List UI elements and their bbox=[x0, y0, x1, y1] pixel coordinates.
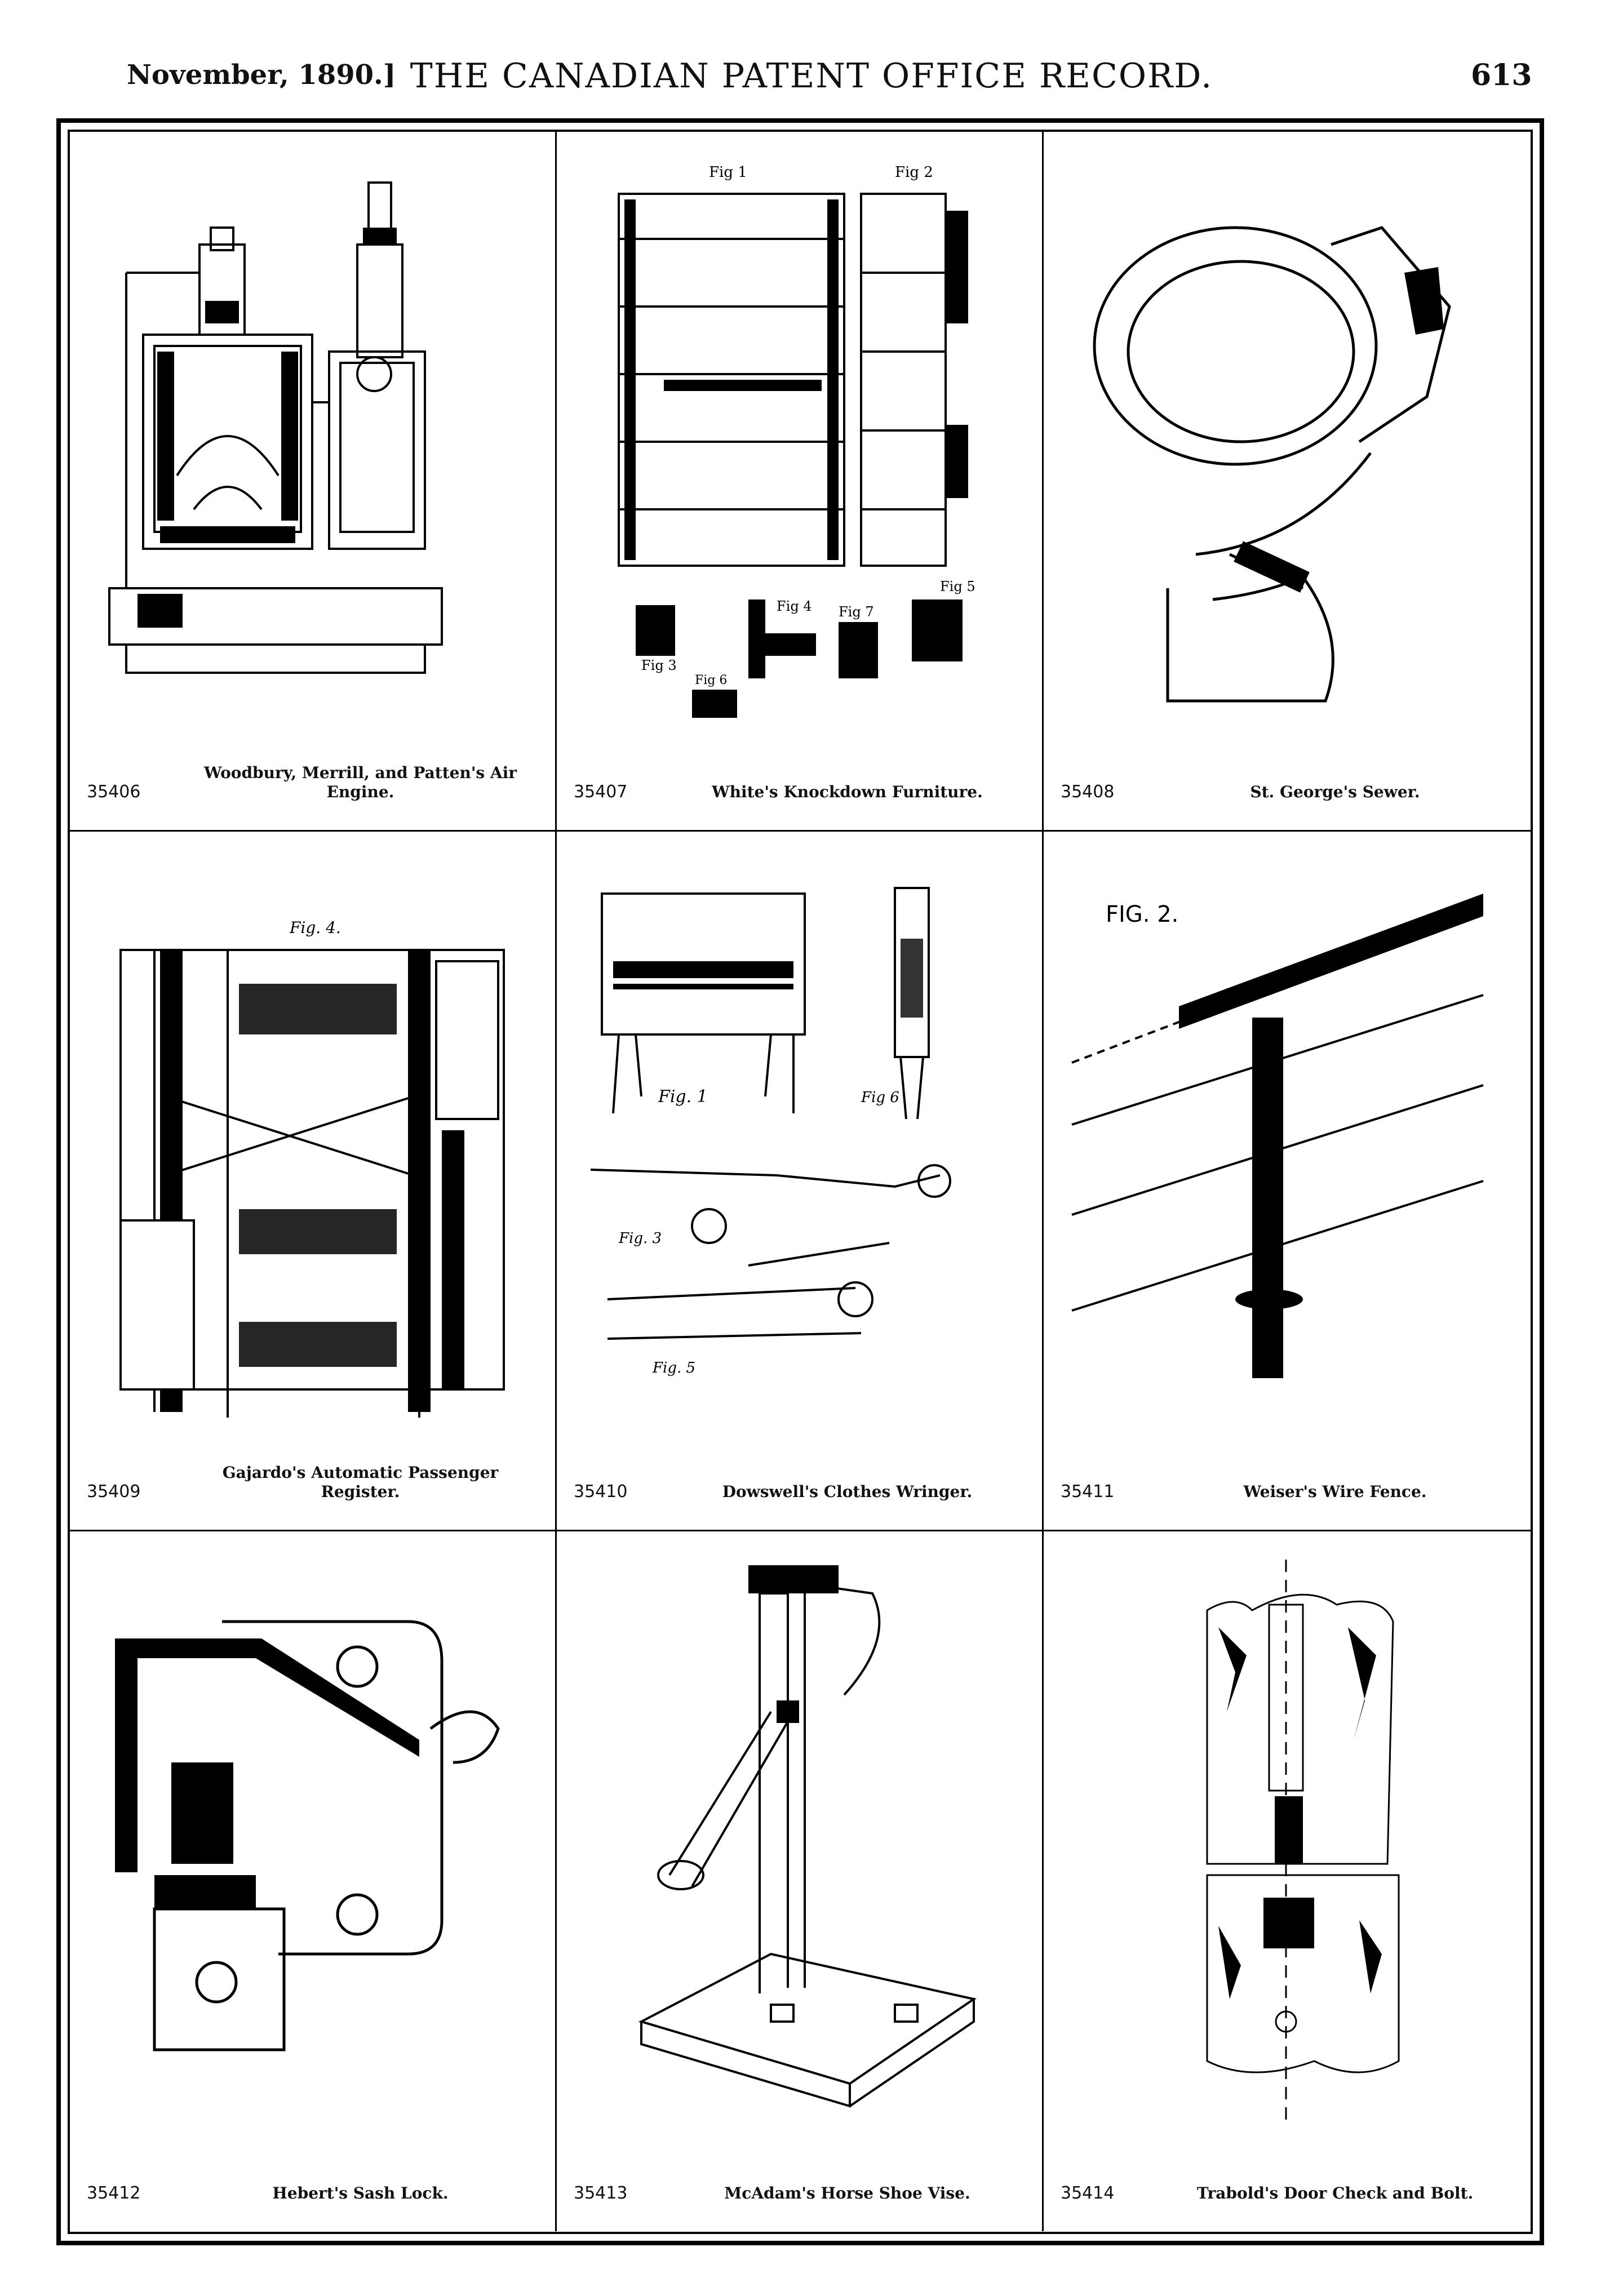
patent-number: 35411 bbox=[1061, 1482, 1115, 1502]
patent-number: 35409 bbox=[87, 1482, 141, 1502]
fig-label: Fig 3 bbox=[641, 658, 677, 673]
patent-title: White's Knockdown Furniture. bbox=[712, 783, 983, 801]
patent-title: Gajardo's Automatic Passenger Register. bbox=[222, 1463, 499, 1501]
air-engine-illustration bbox=[92, 160, 534, 723]
patent-number: 35407 bbox=[574, 782, 628, 802]
page-header: November, 1890.] THE CANADIAN PATENT OFF… bbox=[0, 54, 1623, 116]
door-check-illustration bbox=[1066, 1560, 1508, 2123]
fig-label: Fig 4 bbox=[777, 598, 812, 614]
outer-border bbox=[56, 118, 1544, 2245]
patent-number: 35406 bbox=[87, 782, 141, 802]
fig-label: Fig 6 bbox=[861, 1089, 899, 1106]
patent-caption: 35406 Woodbury, Merrill, and Patten's Ai… bbox=[87, 762, 538, 807]
patent-caption: 35413 McAdam's Horse Shoe Vise. bbox=[574, 2164, 1025, 2209]
fig-label: FIG. 2. bbox=[1106, 901, 1178, 927]
patent-cell-35414: 35414 Trabold's Door Check and Bolt. bbox=[1044, 1531, 1531, 2231]
patent-cell-35408: 35408 St. George's Sewer. bbox=[1044, 132, 1531, 832]
patent-title: Dowswell's Clothes Wringer. bbox=[722, 1482, 973, 1501]
page-number: 613 bbox=[1471, 58, 1532, 92]
patent-title: Woodbury, Merrill, and Patten's Air Engi… bbox=[203, 763, 517, 801]
wire-fence-illustration: FIG. 2. bbox=[1066, 860, 1508, 1423]
patent-title: Weiser's Wire Fence. bbox=[1243, 1482, 1427, 1501]
patent-title: Hebert's Sash Lock. bbox=[272, 2184, 449, 2202]
patent-caption: 35412 Hebert's Sash Lock. bbox=[87, 2164, 538, 2209]
patent-cell-35410: Fig. 1 Fig 6 Fig. 3 Fig. 5 35410 Dowswel… bbox=[557, 832, 1044, 1531]
patent-number: 35414 bbox=[1061, 2183, 1115, 2203]
inner-border bbox=[68, 130, 1533, 2234]
publication-title: THE CANADIAN PATENT OFFICE RECORD. bbox=[410, 56, 1213, 96]
patent-caption: 35410 Dowswell's Clothes Wringer. bbox=[574, 1462, 1025, 1507]
patent-cell-35407: Fig 1 Fig 2 bbox=[557, 132, 1044, 832]
fig-label: Fig 6 bbox=[695, 673, 727, 687]
fig-label: Fig 5 bbox=[940, 579, 975, 594]
fig-label: Fig 7 bbox=[839, 604, 874, 620]
patent-caption: 35414 Trabold's Door Check and Bolt. bbox=[1061, 2164, 1514, 2209]
fig-label: Fig 2 bbox=[895, 164, 933, 181]
fig-label: Fig. 1 bbox=[658, 1087, 708, 1107]
patent-grid: 35406 Woodbury, Merrill, and Patten's Ai… bbox=[70, 132, 1531, 2232]
patent-title: McAdam's Horse Shoe Vise. bbox=[724, 2184, 970, 2202]
patent-number: 35410 bbox=[574, 1482, 628, 1502]
clothes-wringer-illustration: Fig. 1 Fig 6 Fig. 3 Fig. 5 bbox=[579, 860, 1021, 1423]
patent-title: Trabold's Door Check and Bolt. bbox=[1196, 2184, 1474, 2202]
patent-caption: 35409 Gajardo's Automatic Passenger Regi… bbox=[87, 1462, 538, 1507]
sash-lock-illustration bbox=[92, 1560, 534, 2123]
fig-label: Fig. 3 bbox=[618, 1230, 662, 1247]
patent-number: 35408 bbox=[1061, 782, 1115, 802]
fig-label: Fig. 5 bbox=[652, 1360, 695, 1376]
patent-cell-35406: 35406 Woodbury, Merrill, and Patten's Ai… bbox=[70, 132, 557, 832]
patent-cell-35412: 35412 Hebert's Sash Lock. bbox=[70, 1531, 557, 2231]
patent-caption: 35408 St. George's Sewer. bbox=[1061, 762, 1514, 807]
patent-cell-35409: Fig. 4. bbox=[70, 832, 557, 1531]
fig-label: Fig 1 bbox=[709, 164, 747, 181]
patent-number: 35413 bbox=[574, 2183, 628, 2203]
patent-caption: 35411 Weiser's Wire Fence. bbox=[1061, 1462, 1514, 1507]
patent-cell-35413: 35413 McAdam's Horse Shoe Vise. bbox=[557, 1531, 1044, 2231]
patent-cell-35411: FIG. 2. 35411 Weiser's Wire Fence. bbox=[1044, 832, 1531, 1531]
sewer-illustration bbox=[1066, 160, 1508, 723]
knockdown-furniture-illustration: Fig 1 Fig 2 bbox=[579, 160, 1021, 723]
fig-label: Fig. 4. bbox=[289, 918, 341, 937]
passenger-register-illustration: Fig. 4. bbox=[92, 860, 534, 1423]
horse-shoe-vise-illustration bbox=[579, 1560, 1021, 2123]
patent-title: St. George's Sewer. bbox=[1250, 783, 1420, 801]
issue-date: November, 1890.] bbox=[127, 59, 396, 91]
patent-caption: 35407 White's Knockdown Furniture. bbox=[574, 762, 1025, 807]
patent-number: 35412 bbox=[87, 2183, 141, 2203]
